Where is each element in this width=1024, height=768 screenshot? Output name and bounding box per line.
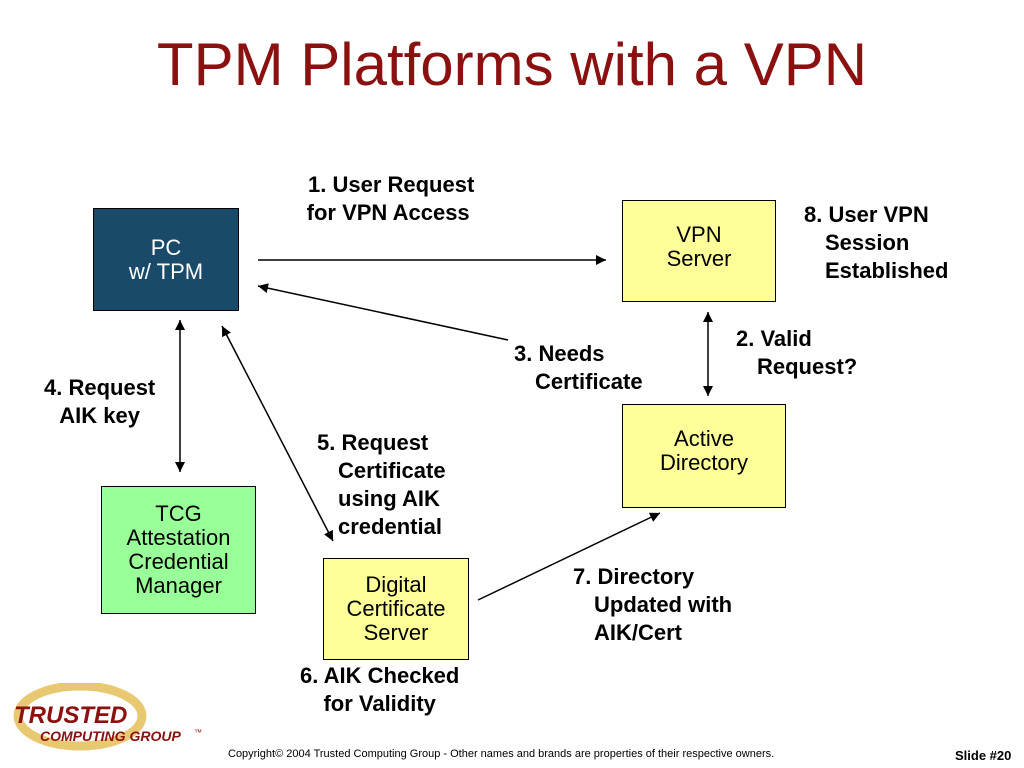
- step-line: Request?: [757, 354, 858, 379]
- node-tcg-line: Credential: [128, 549, 229, 574]
- arrow-pc-digital-cert: [221, 325, 334, 542]
- step-8-label: 8. User VPN Session Established: [804, 201, 948, 285]
- node-pc-line: w/ TPM: [128, 258, 204, 284]
- step-line: Updated with: [594, 592, 733, 617]
- slide-title: TPM Platforms with a VPN: [156, 31, 868, 98]
- step-7-label: 7. Directory Updated with AIK/Cert: [573, 563, 732, 647]
- step-line: 1. User Request: [308, 172, 475, 197]
- step-6-label: 6. AIK Checked for Validity: [300, 662, 459, 718]
- node-vpn-server: VPN Server: [622, 200, 776, 302]
- step-4-label: 4. Request AIK key: [44, 374, 155, 430]
- step-line: 3. Needs: [514, 341, 605, 366]
- node-digital-cert-line: Digital: [365, 572, 427, 597]
- logo-ring: [13, 683, 147, 751]
- node-digital-cert-line: Server: [363, 620, 429, 645]
- arrow-digital-cert-to-ad: [477, 512, 661, 601]
- slide-number: Slide #20: [955, 748, 1012, 763]
- step-line: AIK/Cert: [594, 620, 683, 645]
- step-line: 4. Request: [44, 375, 156, 400]
- node-tcg-attestation-credential-manager: TCG Attestation Credential Manager: [101, 486, 256, 614]
- step-line: for Validity: [323, 691, 436, 716]
- step-line: 6. AIK Checked: [300, 663, 460, 688]
- step-line: credential: [338, 514, 442, 539]
- node-digital-certificate-server: Digital Certificate Server: [323, 558, 469, 660]
- node-tcg-line: Attestation: [126, 525, 231, 550]
- step-1-label: 1. User Request for VPN Access: [307, 171, 475, 227]
- node-tcg-line: TCG: [155, 501, 202, 526]
- node-pc: PC w/ TPM: [93, 208, 239, 311]
- step-line: Established: [825, 258, 949, 283]
- node-active-directory: Active Directory: [622, 404, 786, 508]
- node-tcg-line: Manager: [135, 573, 222, 598]
- step-line: Certificate: [535, 369, 643, 394]
- logo-text-tm: ™: [194, 728, 202, 737]
- node-digital-cert-line: Certificate: [346, 596, 446, 621]
- step-line: Session: [825, 230, 910, 255]
- step-line: for VPN Access: [306, 200, 470, 225]
- node-active-directory-line: Active: [674, 426, 734, 451]
- node-pc-line: PC: [150, 234, 182, 260]
- copyright-notice: Copyright© 2004 Trusted Computing Group …: [228, 748, 775, 760]
- logo-text-computing-group: COMPUTING GROUP: [40, 728, 181, 744]
- step-line: AIK key: [59, 403, 140, 428]
- step-3-label: 3. Needs Certificate: [514, 340, 643, 396]
- step-2-label: 2. Valid Request?: [736, 325, 857, 381]
- logo-text-trusted: TRUSTED: [14, 702, 127, 729]
- node-active-directory-line: Directory: [659, 450, 748, 475]
- node-vpn-server-line: Server: [666, 246, 732, 271]
- step-line: using AIK: [338, 486, 440, 511]
- arrow-needs-cert-to-pc: [257, 283, 509, 341]
- step-line: 2. Valid: [736, 326, 812, 351]
- step-line: 8. User VPN: [804, 202, 929, 227]
- node-vpn-server-line: VPN: [676, 222, 722, 247]
- step-5-label: 5. Request Certificate using AIK credent…: [317, 429, 446, 541]
- step-line: 7. Directory: [573, 564, 695, 589]
- step-line: Certificate: [338, 458, 446, 483]
- step-line: 5. Request: [317, 430, 429, 455]
- trusted-computing-group-logo: TRUSTED COMPUTING GROUP ™: [13, 683, 202, 751]
